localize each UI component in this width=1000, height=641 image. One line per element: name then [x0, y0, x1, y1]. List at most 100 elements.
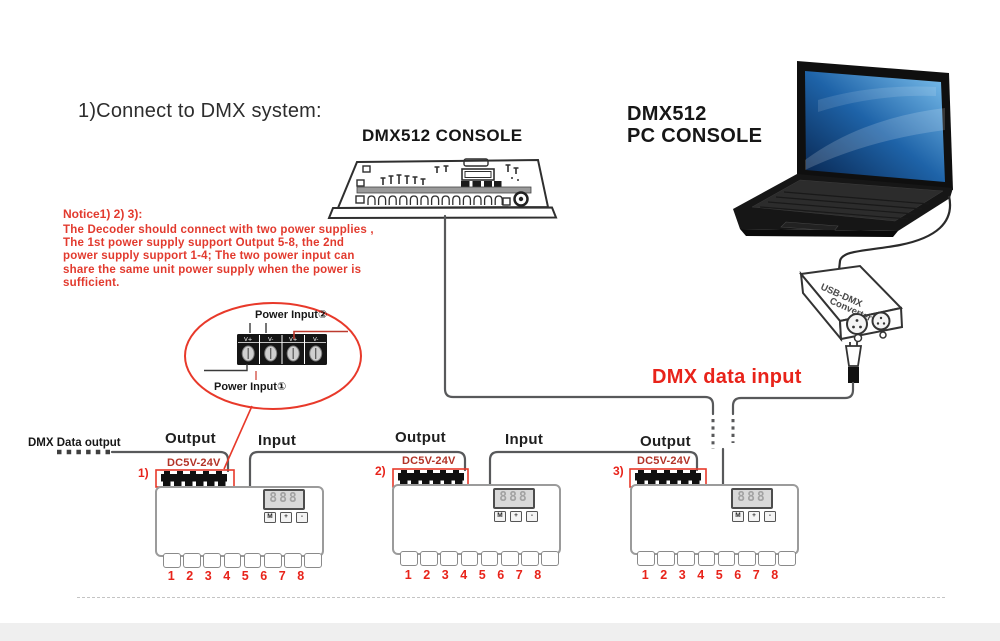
output-tab: [420, 551, 438, 566]
decoder2-display: 888: [493, 488, 535, 509]
channel-number: 8: [297, 569, 305, 583]
output-tab: [183, 553, 201, 568]
page-bottom-band: [0, 623, 1000, 641]
laptop-drawing: [733, 61, 953, 237]
output-tab: [284, 553, 302, 568]
wire-label-output-1: Output: [165, 430, 216, 447]
channel-number: 2: [423, 568, 431, 582]
terminal-label-3: V+: [289, 337, 298, 343]
console-cable: [443, 214, 715, 416]
console-label: DMX512 CONSOLE: [362, 126, 523, 145]
output-tab: [637, 551, 655, 566]
wire-label-output-3: Output: [640, 433, 691, 450]
decoder3-buttons: M + -: [732, 511, 776, 522]
minus-button[interactable]: -: [764, 511, 776, 522]
power1-wire: [204, 364, 248, 372]
minus-button[interactable]: -: [296, 512, 308, 523]
output-tab: [163, 553, 181, 568]
wire-label-input-1: Input: [258, 432, 297, 449]
dmx-data-output-label: DMX Data output: [28, 437, 121, 449]
channel-number: 3: [441, 568, 449, 582]
power2-bracket: [249, 323, 267, 333]
decoder1-buttons: M + -: [264, 512, 308, 523]
power-callout: V+ V- V+ V-: [184, 302, 362, 470]
page-title: 1)Connect to DMX system:: [78, 100, 322, 122]
decoder3-voltage-label: DC5V-24V: [637, 455, 691, 467]
notice-line: The Decoder should connect with two powe…: [63, 224, 374, 236]
output-tab: [677, 551, 695, 566]
pc-label-line2: PC CONSOLE: [627, 125, 763, 147]
decoder2-voltage-label: DC5V-24V: [402, 455, 456, 467]
channel-number: 1: [641, 568, 649, 582]
channel-number: 8: [771, 568, 779, 582]
wire-label-output-2: Output: [395, 429, 446, 446]
callout-pointer-line: [223, 405, 253, 470]
dmx-data-input-label: DMX data input: [652, 366, 802, 388]
output-tab: [243, 553, 262, 568]
decoder2-to-3-wire: [488, 450, 699, 489]
output-tab: [657, 551, 675, 566]
channel-number: 4: [460, 568, 468, 582]
output-tab: [304, 553, 322, 568]
decoder2-buttons: M + -: [494, 511, 538, 522]
plus-button[interactable]: +: [280, 512, 292, 523]
power-input-1-label: Power Input①: [214, 381, 287, 393]
channel-number: 6: [734, 568, 742, 582]
usb-dmx-converter-drawing: USB-DMX Converter: [799, 195, 952, 383]
mode-button[interactable]: M: [494, 511, 506, 522]
output-tab: [697, 551, 716, 566]
output-tab: [521, 551, 539, 566]
output-tab: [480, 551, 499, 566]
mode-button[interactable]: M: [732, 511, 744, 522]
plus-button[interactable]: +: [748, 511, 760, 522]
notice-line: share the same unit power supply when th…: [63, 263, 362, 276]
decoder2-index: 2): [375, 464, 386, 478]
xlr-connectors: [846, 311, 891, 343]
decoder1-voltage-label: DC5V-24V: [167, 457, 221, 469]
channel-number: 7: [752, 568, 760, 582]
channel-number: 5: [715, 568, 723, 582]
dmx-plug: [844, 342, 863, 383]
channel-number: 4: [697, 568, 705, 582]
minus-button[interactable]: -: [526, 511, 538, 522]
output-tab: [400, 551, 418, 566]
output-tab: [758, 551, 776, 566]
output-tab: [541, 551, 559, 566]
notice-heading: Notice1) 2) 3):: [63, 207, 143, 221]
decoder1-output-tabs: [163, 553, 322, 568]
decoder2-output-tabs: [400, 551, 559, 566]
callout-ellipse: [184, 302, 362, 410]
plus-button[interactable]: +: [510, 511, 522, 522]
notice-line: power supply support 1-4; The two power …: [63, 250, 355, 263]
decoder3-output-tabs: [637, 551, 796, 566]
channel-number: 1: [167, 569, 175, 583]
channel-number: 5: [241, 569, 249, 583]
decoder-unit-1: [155, 486, 324, 557]
channel-number: 6: [260, 569, 268, 583]
power2-wire: [293, 330, 348, 339]
channel-number: 7: [278, 569, 286, 583]
decoder3-index: 3): [613, 464, 624, 478]
notice-line: sufficient.: [63, 276, 120, 289]
pc-label-line1: DMX512: [627, 103, 707, 125]
page-divider: [77, 597, 945, 598]
wire-label-input-2: Input: [505, 431, 544, 448]
channel-number: 8: [534, 568, 542, 582]
output-tab: [440, 551, 458, 566]
channel-number: 5: [478, 568, 486, 582]
decoder3-display: 888: [731, 488, 773, 509]
decoder1-index: 1): [138, 466, 149, 480]
output-tab: [717, 551, 736, 566]
output-tab: [460, 551, 479, 566]
output-tab: [223, 553, 242, 568]
decoder1-to-2-wire: [248, 450, 467, 489]
output-tab: [203, 553, 221, 568]
channel-number: 3: [204, 569, 212, 583]
mode-button[interactable]: M: [264, 512, 276, 523]
notice-line: The 1st power supply support Output 5-8,…: [63, 237, 345, 250]
